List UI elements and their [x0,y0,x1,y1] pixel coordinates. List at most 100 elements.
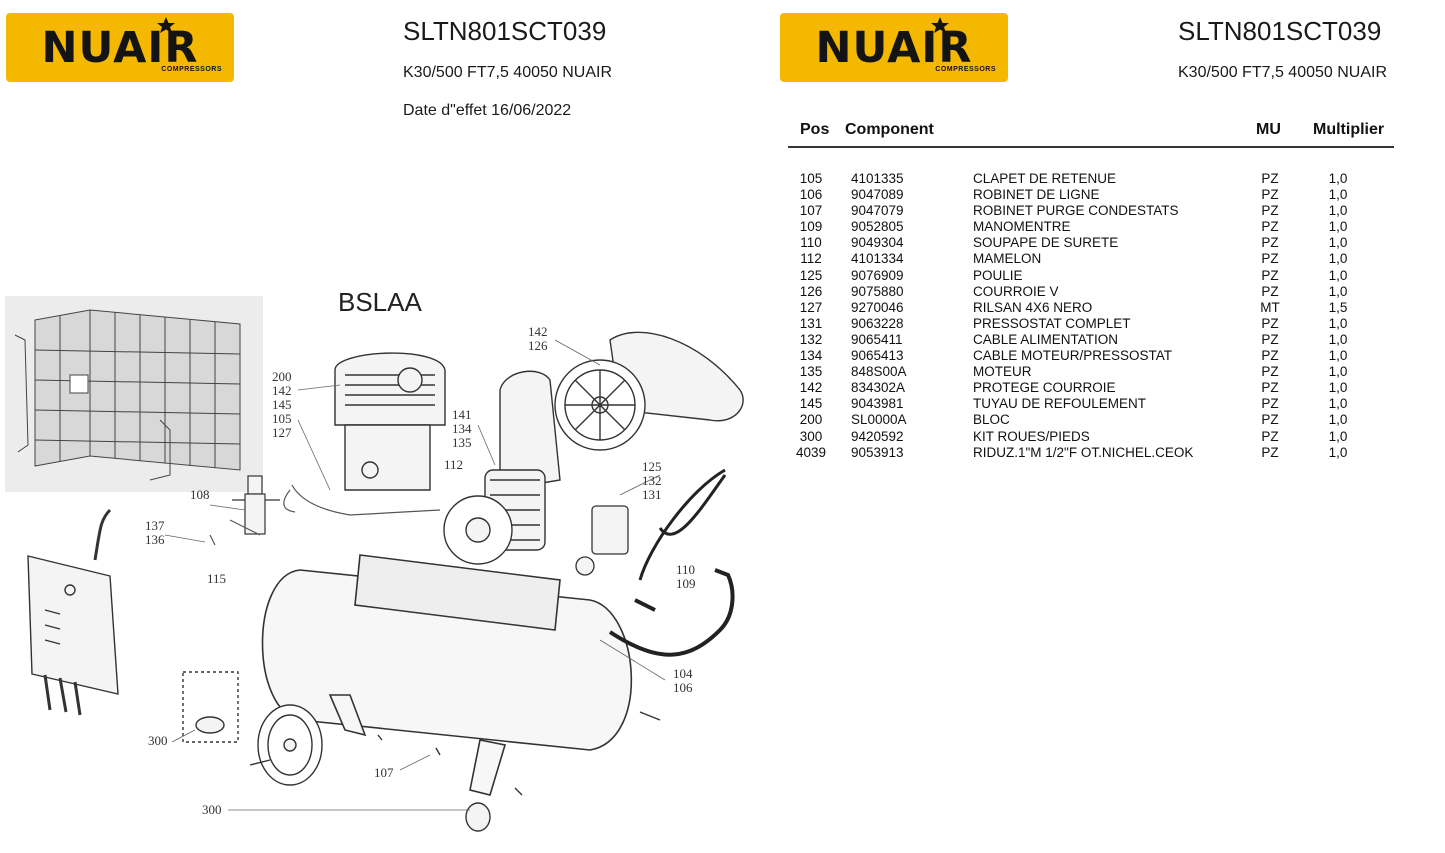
table-row: 4039 9053913 RIDUZ.1"M 1/2"F OT.NICHEL.CEO… [788,445,1408,461]
row-multiplier: 1,0 [1328,412,1348,428]
row-pos: 132 [799,331,823,347]
row-pos: 200 [799,412,823,428]
header-rule [788,146,1394,148]
row-part-number: 9052805 [851,219,904,235]
row-pos: 135 [799,364,823,380]
row-description: MANOMENTRE [973,219,1071,235]
row-description: RIDUZ.1"M 1/2"F OT.NICHEL.CEOK [973,444,1194,460]
row-description: ROBINET PURGE CONDESTATS [973,203,1179,219]
row-part-number: SL0000A [851,412,907,428]
header-component: Component [845,121,934,138]
row-multiplier: 1,0 [1328,315,1348,331]
callout-107: 107 [374,765,394,780]
row-description: COURROIE V [973,283,1059,299]
callout-137-136: 137 136 [145,518,165,547]
row-description: BLOC [973,412,1010,428]
row-unit: PZ [1261,444,1279,460]
callout-141-135: 141 134 135 [452,407,472,450]
row-unit: PZ [1261,380,1279,396]
motor [443,469,546,565]
row-pos: 142 [799,380,823,396]
header-pos: Pos [800,121,830,138]
row-multiplier: 1,0 [1328,219,1348,235]
air-tank [261,554,633,796]
row-multiplier: 1,0 [1328,171,1348,186]
electric-control-box [27,508,119,716]
row-unit: MT [1260,299,1280,315]
row-unit: PZ [1261,235,1279,251]
callout-300-a: 300 [148,733,168,748]
row-description: SOUPAPE DE SURETE [973,235,1119,251]
row-unit: PZ [1261,412,1279,428]
row-multiplier: 1,0 [1328,267,1348,283]
nuair-logo: NUAIR COMPRESSORS [780,13,1008,82]
row-unit: PZ [1261,203,1279,219]
row-multiplier: 1,0 [1328,235,1348,251]
logo-brand: NUAIR [815,23,973,73]
header-mu: MU [1256,121,1281,138]
callout-300-b: 300 [202,802,222,817]
row-unit: PZ [1261,331,1279,347]
row-pos: 127 [799,299,823,315]
row-multiplier: 1,5 [1328,299,1348,315]
row-unit: PZ [1261,428,1279,444]
row-description: CLAPET DE RETENUE [973,171,1117,186]
row-pos: 105 [799,171,823,186]
logo-subtitle: COMPRESSORS [161,66,222,73]
row-part-number: 848S00A [851,364,907,380]
row-part-number: 9076909 [851,267,904,283]
row-part-number: 834302A [851,380,906,396]
logo-brand: NUAIR [41,23,199,73]
callout-110-109: 110 109 [676,562,696,591]
row-part-number: 9075880 [851,283,904,299]
row-pos: 131 [799,315,823,331]
row-part-number: 9065411 [851,331,903,347]
document-code: SLTN801SCT039 [403,16,607,46]
wheel-kit [182,671,661,832]
document-code: SLTN801SCT039 [1178,16,1382,46]
row-description: CABLE ALIMENTATION [973,331,1119,347]
row-part-number: 9065413 [851,348,904,364]
row-multiplier: 1,0 [1328,380,1348,396]
row-part-number: 9053913 [851,444,904,460]
callout-142-126: 142 126 [528,324,548,353]
callout-108: 108 [190,487,210,502]
logo-subtitle: COMPRESSORS [935,66,996,73]
row-description: KIT ROUES/PIEDS [973,428,1090,444]
row-part-number: 4101334 [851,251,904,267]
row-unit: PZ [1261,396,1279,412]
row-multiplier: 1,0 [1328,428,1348,444]
row-part-number: 9049304 [851,235,904,251]
row-multiplier: 1,0 [1328,348,1348,364]
row-multiplier: 1,0 [1328,396,1348,412]
belt-guard-panel [5,296,263,492]
callout-112: 112 [444,457,464,472]
row-description: ROBINET DE LIGNE [973,187,1100,203]
logo-star-icon [157,17,175,33]
row-description: CABLE MOTEUR/PRESSOSTAT [973,348,1173,364]
row-part-number: 9047079 [851,203,904,219]
effective-date: Date d"effet 16/06/2022 [403,102,572,119]
row-unit: PZ [1261,364,1279,380]
row-pos: 125 [799,267,823,283]
leader-lines [164,339,666,811]
row-pos: 4039 [795,444,827,460]
row-description: PRESSOSTAT COMPLET [973,315,1131,331]
callout-115: 115 [207,571,227,586]
row-description: MAMELON [973,251,1042,267]
row-unit: PZ [1261,219,1279,235]
row-part-number: 9047089 [851,187,904,203]
callout-125-131: 125 132 131 [642,459,662,502]
row-pos: 134 [799,348,823,364]
